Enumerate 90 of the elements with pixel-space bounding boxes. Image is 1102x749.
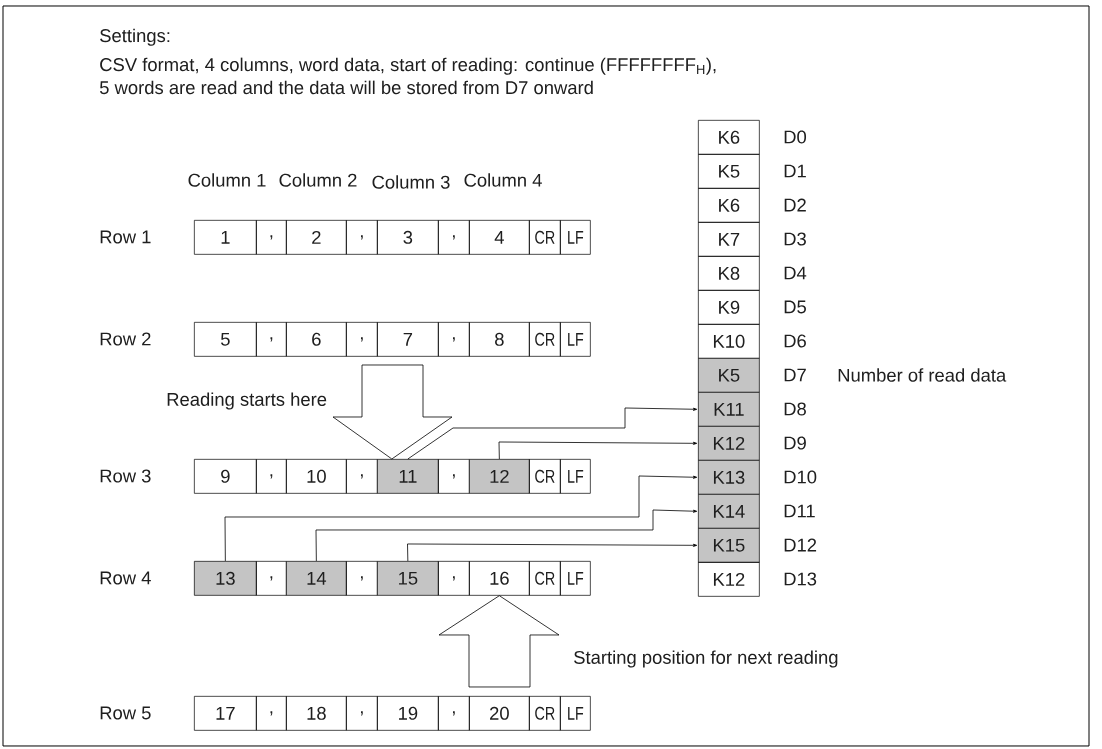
data-cell: ,: [438, 696, 470, 731]
register-cell: K5: [698, 358, 760, 393]
register-label: D9: [784, 436, 806, 450]
heading: Settings:: [100, 28, 170, 46]
data-cell: 16: [469, 561, 530, 596]
data-cell: CR: [529, 561, 561, 596]
data-cell: ,: [438, 561, 470, 596]
block-arrow: [438, 595, 560, 688]
data-cell: 3: [377, 220, 439, 255]
data-cell: 5: [194, 322, 257, 357]
register-cell: K14: [698, 494, 760, 529]
arrow: [315, 509, 698, 562]
register-cell: K5: [698, 154, 760, 189]
data-cell: ,: [438, 220, 470, 255]
arrow: [407, 407, 698, 460]
data-cell: CR: [529, 322, 561, 357]
data-cell: ,: [256, 322, 287, 357]
data-cell: 18: [286, 696, 347, 731]
data-cell: 10: [286, 459, 347, 494]
data-cell: CR: [529, 220, 561, 255]
register-cell: K12: [698, 562, 760, 597]
data-cell: 4: [469, 220, 530, 255]
register-cell: K9: [698, 290, 760, 325]
register-cell: K15: [698, 528, 760, 563]
row-label: Row 4: [100, 571, 151, 585]
register-label: D11: [784, 504, 815, 518]
row-label: Row 2: [100, 332, 151, 346]
register-cell: K13: [698, 460, 760, 495]
data-cell: LF: [560, 561, 591, 596]
data-cell: LF: [560, 322, 591, 357]
block-arrow: [332, 364, 453, 460]
edge-label: Reading starts here: [165, 391, 329, 411]
register-cell: K11: [698, 392, 760, 427]
data-cell: LF: [560, 220, 591, 255]
register-label: D8: [784, 402, 806, 416]
row-label: Row 3: [100, 469, 151, 483]
data-cell: 2: [286, 220, 347, 255]
register-label: D4: [784, 266, 807, 280]
data-cell: 14: [286, 561, 347, 596]
register-cell: K6: [698, 188, 760, 223]
data-cell: 15: [377, 561, 439, 596]
data-cell: LF: [560, 459, 591, 494]
arrow: [498, 441, 698, 460]
register-label: D12: [784, 538, 817, 552]
register-label: D10: [784, 470, 817, 484]
register-label: D0: [784, 130, 807, 144]
data-cell: 12: [469, 459, 530, 494]
register-label: D3: [784, 232, 806, 246]
note-text: Number of read data: [838, 368, 1007, 382]
register-cell: K8: [698, 256, 760, 291]
register-label: D2: [784, 198, 806, 212]
arrow: [224, 475, 698, 562]
settings-text: CSV format, 4 columns, word data, start of reading: continue (FFFFFFFF$_{H}$),: [100, 57, 716, 75]
data-cell: 9: [194, 459, 257, 494]
edge-label: Starting position for next reading: [572, 649, 840, 669]
data-cell: 8: [469, 322, 530, 357]
data-cell: ,: [346, 696, 378, 731]
register-label: D6: [784, 334, 806, 348]
register-label: D5: [784, 300, 806, 314]
row-label: Row 5: [100, 706, 151, 720]
column-label: Column 4: [464, 173, 542, 187]
data-cell: ,: [346, 322, 378, 357]
data-cell: ,: [256, 459, 287, 494]
data-cell: 1: [194, 220, 257, 255]
data-cell: 13: [194, 561, 257, 596]
column-label: Column 1: [188, 173, 266, 187]
register-label: D13: [784, 572, 817, 586]
data-cell: ,: [438, 322, 470, 357]
data-cell: 19: [377, 696, 439, 731]
data-cell: ,: [346, 220, 378, 255]
data-cell: CR: [529, 459, 561, 494]
data-cell: 11: [377, 459, 439, 494]
column-label: Column 3: [372, 175, 450, 189]
register-label: D1: [784, 164, 806, 178]
settings-text: 5 words are read and the data will be stored from D7 onward: [99, 80, 593, 95]
data-cell: 20: [469, 696, 530, 731]
row-label: Row 1: [100, 230, 151, 244]
register-label: D7: [784, 368, 806, 382]
register-cell: K6: [698, 120, 760, 155]
data-cell: 17: [194, 696, 257, 731]
register-cell: K7: [698, 222, 760, 257]
data-cell: ,: [256, 696, 287, 731]
data-cell: 7: [377, 322, 439, 357]
column-label: Column 2: [279, 173, 357, 187]
register-cell: K12: [698, 426, 760, 461]
data-cell: LF: [560, 696, 591, 731]
data-cell: CR: [529, 696, 561, 731]
arrow: [407, 543, 698, 562]
data-cell: 6: [286, 322, 347, 357]
data-cell: ,: [256, 220, 287, 255]
